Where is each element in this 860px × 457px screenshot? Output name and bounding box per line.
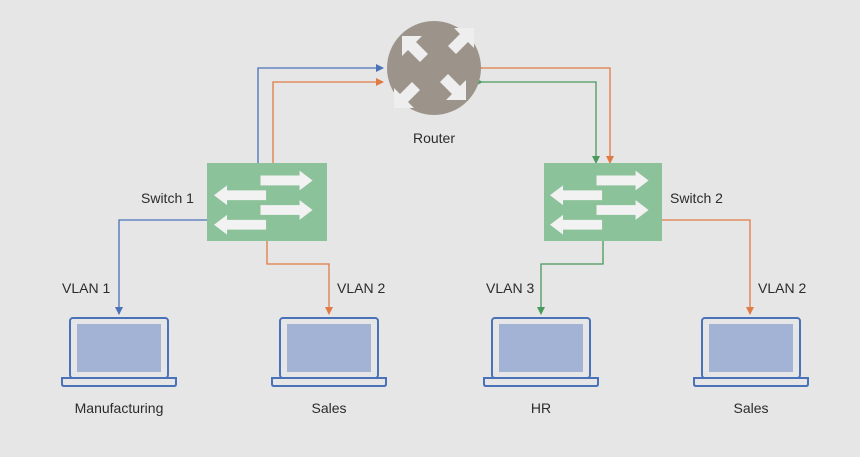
switch2-icon [544,163,662,241]
switch1-sales-link [263,234,333,315]
vlan2-label-left: VLAN 2 [337,280,386,296]
device-label-sales-2: Sales [733,400,769,416]
router-switch1-vlan1-link [254,64,384,170]
router-icon [387,21,481,115]
laptop-manufacturing-icon [61,317,177,387]
switch2-hr-link [537,234,607,315]
router-switch1-vlan2-link [269,78,384,170]
vlan3-label: VLAN 3 [486,280,535,296]
laptop-sales-2-icon [693,317,809,387]
vlan2-label-right: VLAN 2 [758,280,807,296]
vlan1-label: VLAN 1 [62,280,111,296]
device-label-hr: HR [530,400,552,416]
switch1-label: Switch 1 [141,190,194,206]
router-switch2-vlan3-link [475,78,600,164]
router-switch2-vlan2-link [475,64,614,164]
switch1-icon [207,163,327,241]
device-label-manufacturing: Manufacturing [74,400,164,416]
switch1-manufacturing-link [115,219,207,315]
switch2-label: Switch 2 [670,190,723,206]
device-label-sales-1: Sales [311,400,347,416]
switch2-sales-link [662,219,754,315]
laptop-hr-icon [483,317,599,387]
router-label: Router [412,130,456,146]
laptop-sales-1-icon [271,317,387,387]
